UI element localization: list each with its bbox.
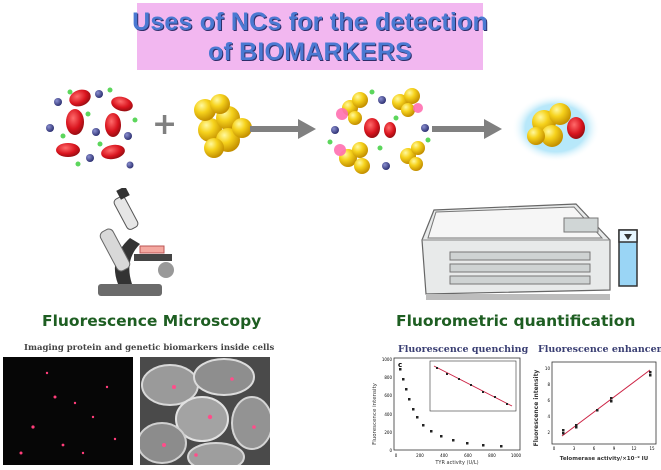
biomarker-mixture xyxy=(46,87,138,169)
xtick: 9 xyxy=(613,446,616,451)
quenching-yticks: 0 200 400 600 800 1000 xyxy=(382,357,393,453)
quenching-plot: Fluorescence intensity c 0 200 400 600 8… xyxy=(372,357,522,466)
quenching-plot-title: Fluorescence quenching xyxy=(398,344,529,355)
enhancement-plot: Fluorescence intensity 2 4 6 8 10 0 3 6 … xyxy=(533,361,657,462)
ytick: 4 xyxy=(547,414,550,419)
fluorescent-product xyxy=(512,94,600,162)
microscope-icon xyxy=(98,188,174,296)
xtick: 15 xyxy=(649,446,655,451)
ytick: 800 xyxy=(384,375,392,380)
xtick: 600 xyxy=(464,453,472,458)
title-banner: Uses of NCs for the detection of BIOMARK… xyxy=(132,3,488,70)
enhancement-xlabel: Telomerase activity/×10⁻⁹ IU xyxy=(560,455,648,462)
enhancement-ylabel: Fluorescence intensity xyxy=(533,370,540,447)
enhancement-plot-title: Fluorescence enhancement xyxy=(538,344,661,355)
ytick: 400 xyxy=(384,412,392,417)
xtick: 6 xyxy=(593,446,596,451)
xtick: 12 xyxy=(631,446,637,451)
quenching-points xyxy=(399,368,503,448)
ytick: 600 xyxy=(384,393,392,398)
ytick: 10 xyxy=(545,366,551,371)
fluorometer-icon xyxy=(421,203,638,300)
nanocluster xyxy=(194,94,252,158)
arrow-right-icon xyxy=(432,119,502,139)
title-line-1: Uses of NCs for the detection xyxy=(132,7,488,36)
ytick: 2 xyxy=(547,430,550,435)
arrow-right-icon xyxy=(250,119,316,139)
title-line-2: of BIOMARKERS xyxy=(208,37,412,66)
plus-sign: + xyxy=(152,107,177,142)
xtick: 1000 xyxy=(511,453,522,458)
xtick: 0 xyxy=(395,453,398,458)
quenching-xticks: 0 200 400 600 800 1000 xyxy=(395,453,522,458)
fluorescence-image-dark xyxy=(3,357,133,465)
quenching-panel-label: c xyxy=(398,361,402,369)
xtick: 400 xyxy=(440,453,448,458)
ytick: 6 xyxy=(547,398,550,403)
quenching-xlabel: TYR activity (U/L) xyxy=(434,460,478,466)
microscopy-caption: Fluorescence Microscopy xyxy=(42,312,262,330)
ytick: 0 xyxy=(389,448,392,453)
xtick: 200 xyxy=(416,453,424,458)
bound-mixture xyxy=(327,88,431,174)
enhancement-yticks: 2 4 6 8 10 xyxy=(545,366,551,435)
enhancement-xticks: 0 3 6 9 12 15 xyxy=(553,446,655,451)
ytick: 8 xyxy=(547,382,550,387)
xtick: 0 xyxy=(553,446,556,451)
fluorescence-image-overlay xyxy=(140,357,270,465)
ytick: 1000 xyxy=(382,357,393,362)
quenching-inset xyxy=(429,360,517,412)
xtick: 800 xyxy=(488,453,496,458)
fluorometry-caption: Fluorometric quantification xyxy=(396,312,636,330)
reaction-scheme: + xyxy=(46,87,600,174)
enhancement-points xyxy=(562,371,652,435)
quenching-ylabel: Fluorescence intensity xyxy=(372,382,378,445)
ytick: 200 xyxy=(384,430,392,435)
microscopy-subcaption: Imaging protein and genetic biomarkers i… xyxy=(24,343,275,353)
xtick: 3 xyxy=(573,446,576,451)
